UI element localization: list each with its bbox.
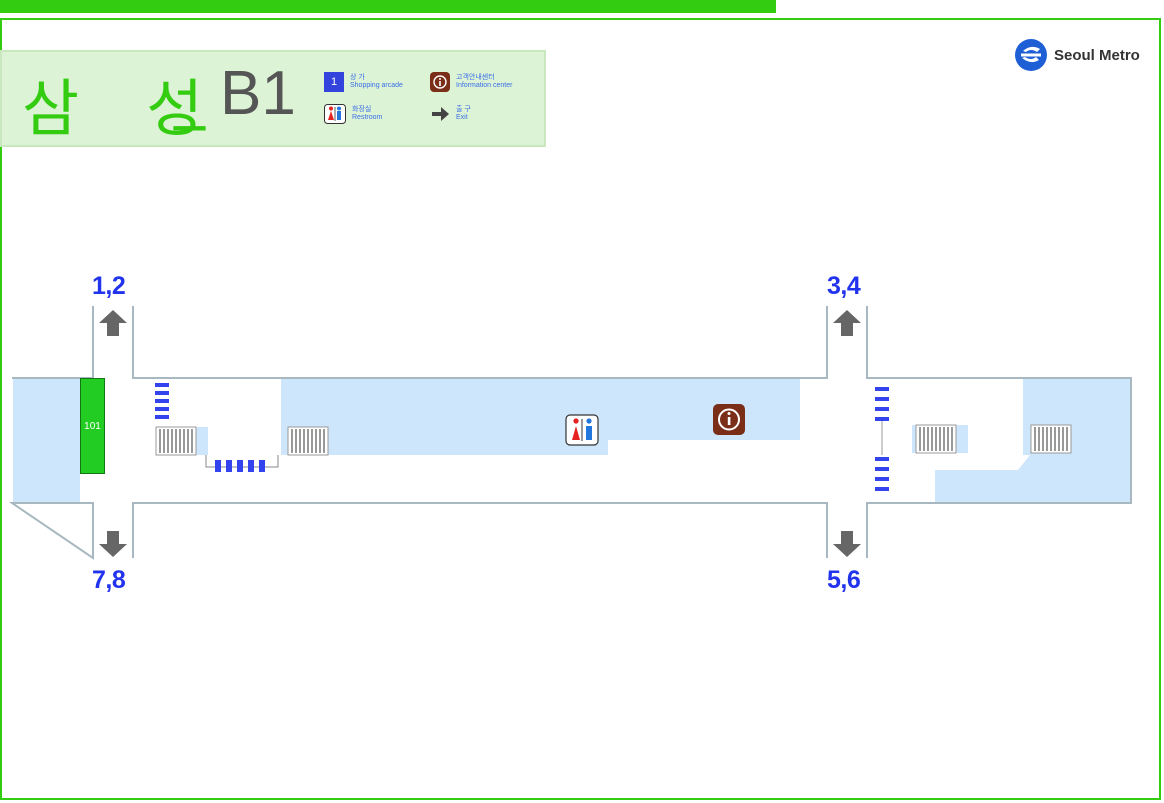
shop-101[interactable]: 101 bbox=[80, 378, 105, 474]
exit-label-7-8[interactable]: 7,8 bbox=[92, 566, 126, 594]
exit-arrow-up-icon bbox=[833, 310, 861, 336]
floor-label: B1 bbox=[220, 59, 296, 128]
legend-information-ko: 고객안내센터 bbox=[456, 74, 495, 81]
title-panel: 삼 성 _ B1 1 상 가 Shopping arcade 고객안내센터 In… bbox=[0, 50, 546, 147]
legend-restroom-ko: 화장실 bbox=[352, 106, 372, 113]
seoul-metro-logo: Seoul Metro bbox=[1014, 38, 1140, 72]
exit-arrow-down-icon bbox=[99, 531, 127, 557]
exit-label-3-4[interactable]: 3,4 bbox=[827, 272, 861, 300]
information-center-icon bbox=[713, 404, 745, 435]
shopping-arcade-icon: 1 bbox=[324, 72, 344, 92]
map-frame bbox=[0, 18, 1161, 800]
legend-exit: 출 구 Exit bbox=[430, 104, 471, 124]
central-concourse-area bbox=[281, 379, 800, 455]
stairs-east-1 bbox=[915, 424, 957, 454]
legend-exit-ko: 출 구 bbox=[456, 106, 471, 113]
top-accent-bar bbox=[0, 0, 776, 13]
exit-arrow-up-icon bbox=[99, 310, 127, 336]
legend-shopping-ko: 상 가 bbox=[350, 74, 365, 81]
seoul-metro-logo-icon bbox=[1015, 39, 1047, 71]
exit-label-5-6[interactable]: 5,6 bbox=[827, 566, 861, 594]
seoul-metro-logo-text: Seoul Metro bbox=[1054, 46, 1140, 64]
station-name: 삼 성 bbox=[22, 72, 206, 145]
exit-arrow-down-icon bbox=[833, 531, 861, 557]
ticket-gates-east-lower bbox=[875, 457, 889, 491]
restroom-icon bbox=[565, 414, 599, 446]
legend-shopping-en: Shopping arcade bbox=[350, 82, 403, 89]
stairs-west-1 bbox=[155, 426, 197, 456]
title-separator: _ bbox=[174, 58, 205, 131]
exit-label-1-2[interactable]: 1,2 bbox=[92, 272, 126, 300]
ticket-gates-west-horizontal bbox=[215, 460, 265, 472]
information-center-icon bbox=[430, 72, 450, 92]
legend-information-en: Information center bbox=[456, 82, 513, 89]
legend-restroom-en: Restroom bbox=[352, 114, 383, 121]
legend-information: 고객안내센터 Information center bbox=[430, 72, 512, 92]
ticket-gates-east-upper bbox=[875, 387, 889, 421]
legend-shopping: 1 상 가 Shopping arcade bbox=[324, 72, 403, 92]
stairs-west-2 bbox=[287, 426, 329, 456]
exit-arrow-icon bbox=[432, 107, 449, 121]
restroom-icon bbox=[324, 104, 346, 124]
west-end-area bbox=[13, 379, 80, 502]
legend-restroom: 화장실 Restroom bbox=[324, 104, 382, 124]
ticket-gates-west-vertical bbox=[155, 383, 169, 419]
legend-exit-en: Exit bbox=[456, 114, 468, 121]
stairs-east-2 bbox=[1030, 424, 1072, 454]
